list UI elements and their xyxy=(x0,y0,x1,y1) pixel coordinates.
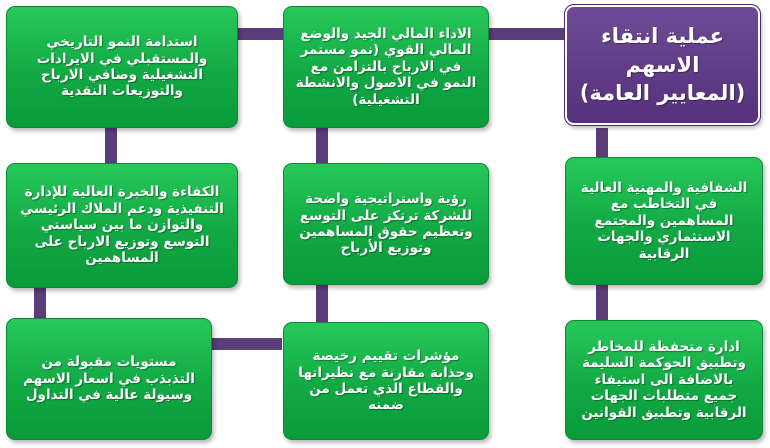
connector-header-r2right xyxy=(596,128,608,158)
connector-header-r1center xyxy=(488,28,568,40)
connector-r1center-r1left xyxy=(238,28,286,40)
criterion-strategy-text: رؤية واستراتيجية واضحة للشركة ترتكز على … xyxy=(299,191,473,257)
criterion-financial-performance: الاداء المالي الجيد والوضع المالي القوي … xyxy=(283,6,489,128)
connector-r1left-r2left xyxy=(105,128,117,166)
header-box-text: عملية انتقاء الاسهم (المعايير العامة) xyxy=(579,24,746,106)
criterion-management: الكفاءة والخبرة العالية للإدارة التنفيذي… xyxy=(6,163,238,288)
connector-r1center-r2center xyxy=(316,128,328,164)
criterion-transparency-text: الشفافية والمهنية العالية في التخاطب مع … xyxy=(580,179,748,262)
criterion-volatility-liquidity: مستويات مقبولة من التذبذب في اسعار الاسه… xyxy=(6,318,212,440)
criterion-financial-performance-text: الاداء المالي الجيد والوضع المالي القوي … xyxy=(295,25,477,108)
header-box: عملية انتقاء الاسهم (المعايير العامة) xyxy=(564,4,761,126)
criterion-risk-governance-text: ادارة متحفظة للمخاطر وتطبيق الحوكمة السل… xyxy=(581,338,747,421)
criterion-transparency: الشفافية والمهنية العالية في التخاطب مع … xyxy=(565,157,763,285)
criterion-valuation: مؤشرات تقييم رخيصة وجذابة مقارنة مع نظير… xyxy=(283,322,489,440)
criterion-strategy: رؤية واستراتيجية واضحة للشركة ترتكز على … xyxy=(283,163,489,285)
criterion-growth-sustainability-text: استدامة النمو التاريخي والمستقبلي في الا… xyxy=(36,34,208,100)
connector-r2left-r3left xyxy=(34,288,46,318)
connector-r3center-r3left xyxy=(212,338,282,350)
criterion-management-text: الكفاءة والخبرة العالية للإدارة التنفيذي… xyxy=(20,184,224,267)
criterion-volatility-liquidity-text: مستويات مقبولة من التذبذب في اسعار الاسه… xyxy=(23,354,195,404)
connector-r2right-r3right xyxy=(596,285,608,322)
criterion-risk-governance: ادارة متحفظة للمخاطر وتطبيق الحوكمة السل… xyxy=(565,320,763,440)
criterion-growth-sustainability: استدامة النمو التاريخي والمستقبلي في الا… xyxy=(6,6,238,128)
connector-r2center-r3center xyxy=(316,285,328,322)
criterion-valuation-text: مؤشرات تقييم رخيصة وجذابة مقارنة مع نظير… xyxy=(298,348,474,414)
